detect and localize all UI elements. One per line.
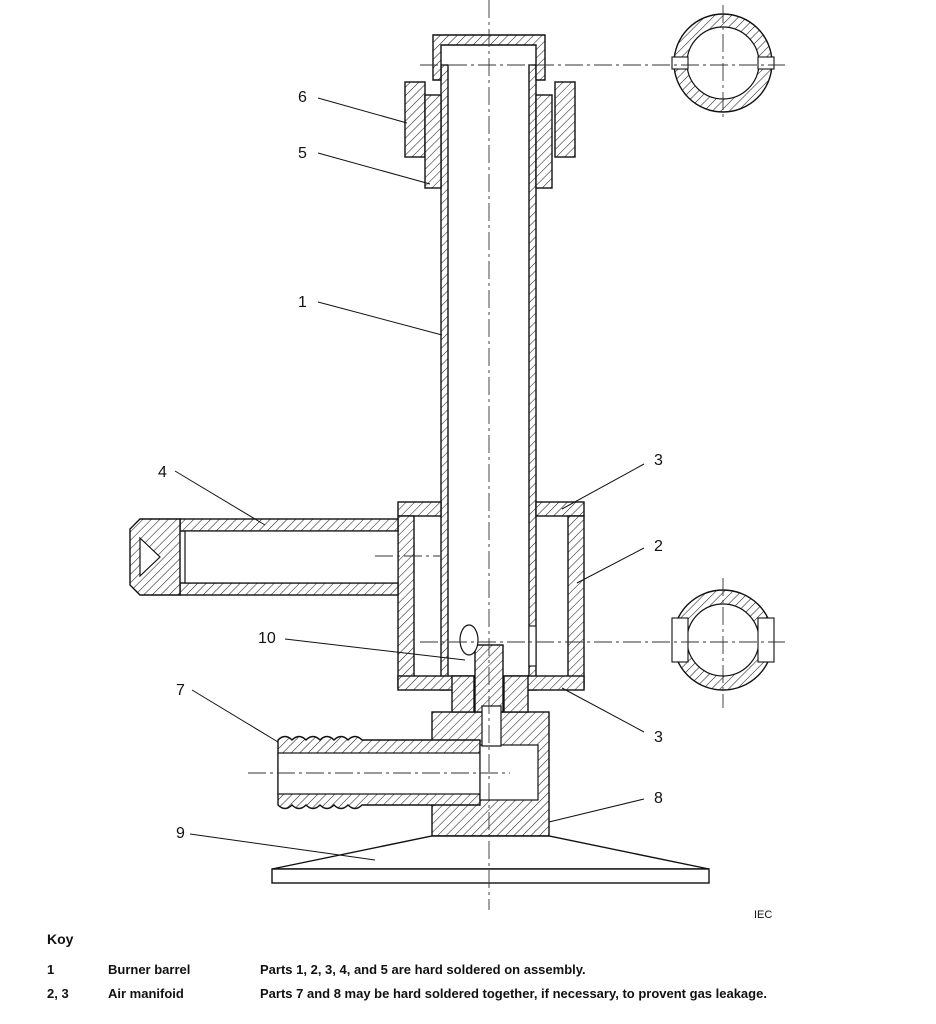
lower-ring-gap-left <box>671 617 689 663</box>
jet-orifice <box>481 705 502 747</box>
leader-8 <box>548 798 645 823</box>
leader-3a <box>561 463 645 510</box>
callout-10: 10 <box>258 630 276 647</box>
leader-4 <box>174 470 266 526</box>
sleeve-left <box>424 94 442 189</box>
nozzle-cavity <box>139 536 161 578</box>
base-plate <box>271 835 710 870</box>
leader-6 <box>317 97 408 124</box>
leader-1 <box>317 301 443 336</box>
callout-2: 2 <box>654 538 663 555</box>
callout-6: 6 <box>298 89 307 106</box>
leader-3b <box>561 687 645 733</box>
burner-section-drawing: 6 5 1 4 3 2 10 7 3 8 9 IEC <box>129 0 785 921</box>
leader-7 <box>191 689 279 743</box>
lower-ring-gap-right <box>757 617 775 663</box>
leader-10 <box>284 638 466 661</box>
upper-ring-gap-left <box>671 56 689 70</box>
key-row-number: 2, 3 <box>47 986 69 1001</box>
key-row-note: Parts 7 and 8 may be hard soldered toget… <box>260 986 767 1001</box>
callout-3-top: 3 <box>654 452 663 469</box>
sleeve-right <box>535 94 553 189</box>
callout-3-bottom: 3 <box>654 729 663 746</box>
key-row-name: Air manifoid <box>108 986 184 1001</box>
callout-7: 7 <box>176 682 185 699</box>
barrel-left-wall <box>440 64 449 691</box>
leader-9 <box>189 833 376 861</box>
callout-5: 5 <box>298 145 307 162</box>
gas-inlet-bore <box>277 752 481 795</box>
outer-ring-right <box>554 81 576 158</box>
jet-holder-right-boss <box>503 675 529 713</box>
jet-holder-left-boss <box>451 675 475 713</box>
upper-ring-gap-right <box>757 56 775 70</box>
iec-mark: IEC <box>754 909 772 921</box>
outer-ring-left <box>404 81 426 158</box>
manifold-top-plate-right <box>535 501 585 517</box>
manifold-top-plate-left <box>397 501 442 517</box>
air-port <box>459 624 479 656</box>
callout-9: 9 <box>176 825 185 842</box>
callout-4: 4 <box>158 464 167 481</box>
key-title: Koy <box>47 931 74 947</box>
barrel-right-wall <box>528 64 537 691</box>
callout-8: 8 <box>654 790 663 807</box>
side-tube-bore <box>184 530 399 584</box>
side-tube-top-wall <box>179 518 399 532</box>
barrel-air-hole <box>528 625 537 667</box>
leader-5 <box>317 152 431 185</box>
manifold-right-wall <box>567 515 585 689</box>
base-cavity <box>479 744 539 801</box>
key-row-number: 1 <box>47 962 55 977</box>
manifold-left-wall <box>397 515 415 689</box>
leader-2 <box>576 547 645 584</box>
side-tube-bottom-wall <box>179 582 399 596</box>
key-row-note: Parts 1, 2, 3, 4, and 5 are hard soldere… <box>260 962 586 977</box>
base-plate-rim <box>271 868 710 884</box>
key-row-name: Burner barrel <box>108 962 191 977</box>
callout-1: 1 <box>298 294 307 311</box>
